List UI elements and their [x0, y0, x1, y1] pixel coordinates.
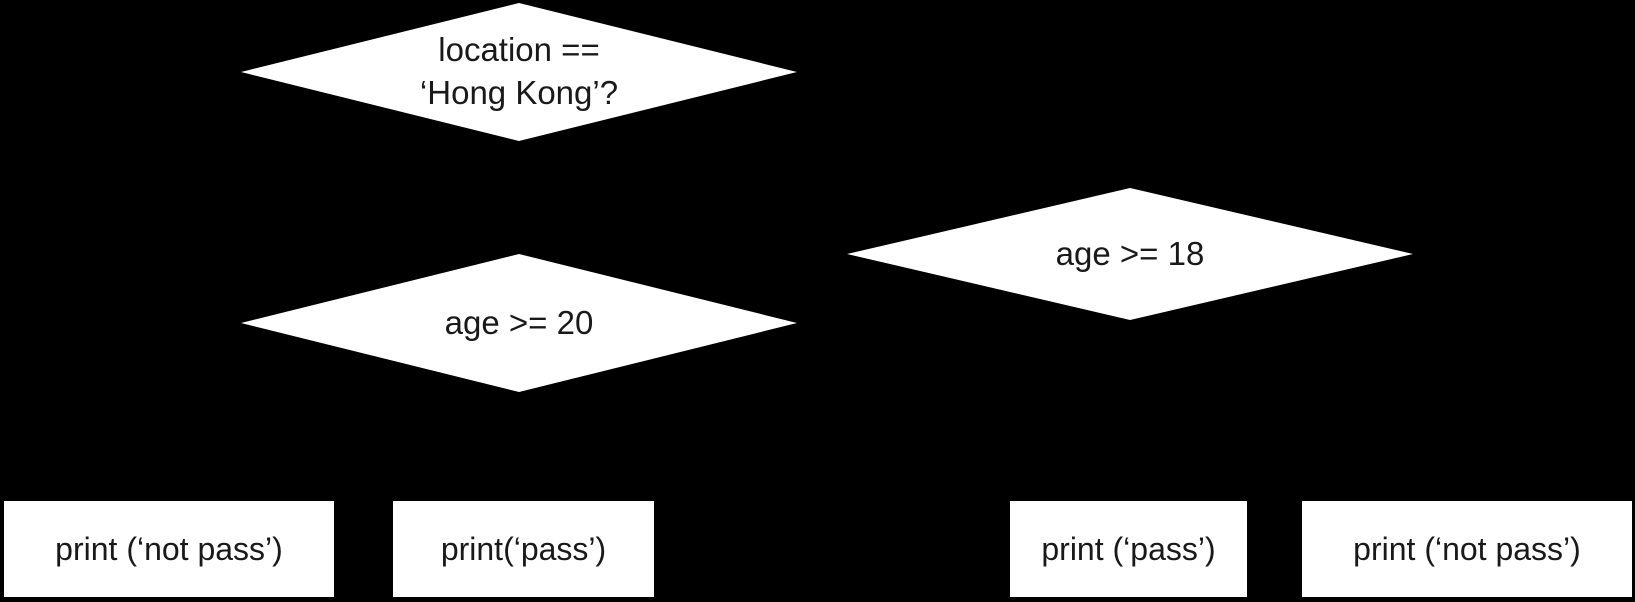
output-node-pass-right: print (‘pass’) [1010, 501, 1247, 597]
diamond-shape [241, 254, 797, 392]
output-node-not-pass-right: print (‘not pass’) [1302, 501, 1632, 597]
decision-label: age >= 18 [1055, 234, 1205, 272]
decision-node-age-20: age >= 20 [241, 254, 797, 392]
output-node-not-pass-left: print (‘not pass’) [4, 501, 334, 597]
decision-node-age-18: age >= 18 [847, 188, 1413, 320]
decision-label: age >= 20 [444, 303, 594, 341]
decision-label: location == ‘Hong Kong’? [419, 31, 619, 111]
decision-node-location-hong-kong: location == ‘Hong Kong’? [241, 3, 797, 141]
diamond-shape [241, 3, 797, 141]
output-node-pass-left: print(‘pass’) [393, 501, 654, 597]
diamond-shape [847, 188, 1413, 320]
